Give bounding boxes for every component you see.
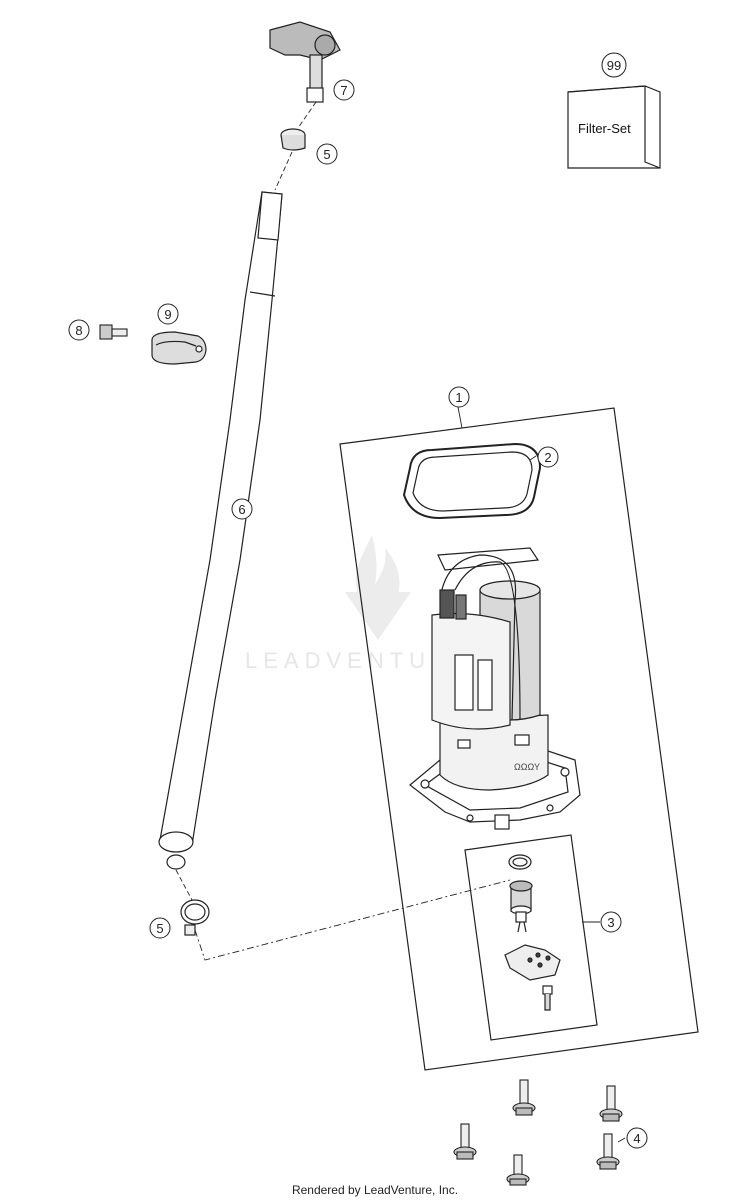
svg-text:2: 2 <box>544 450 551 465</box>
bolt-1 <box>512 1079 536 1116</box>
fuel-hose <box>158 191 283 870</box>
callout-4: 4 <box>626 1127 648 1149</box>
leader-lines <box>175 101 626 1143</box>
screw <box>99 324 128 340</box>
svg-text:7: 7 <box>340 83 347 98</box>
watermark: LEADVENTURE <box>245 535 474 673</box>
svg-text:9: 9 <box>164 307 171 322</box>
bolt-2 <box>599 1085 623 1122</box>
svg-text:ΩΩΩΥ: ΩΩΩΥ <box>514 762 540 772</box>
svg-text:99: 99 <box>607 58 621 73</box>
svg-text:3: 3 <box>607 915 614 930</box>
filter-set-label: Filter-Set <box>578 121 631 136</box>
hose-holder <box>151 331 207 365</box>
footer-credit: Rendered by LeadVenture, Inc. <box>291 1183 459 1197</box>
callout-9: 9 <box>157 303 179 325</box>
svg-text:6: 6 <box>238 502 245 517</box>
watermark-text: LEADVENTURE <box>245 648 474 673</box>
fuel-pump-assembly: ΩΩΩΥ <box>409 547 581 830</box>
svg-text:5: 5 <box>323 147 330 162</box>
svg-text:1: 1 <box>455 390 462 405</box>
bolt-3 <box>453 1123 477 1160</box>
bolt-4 <box>596 1133 620 1170</box>
svg-text:8: 8 <box>75 323 82 338</box>
callout-7: 7 <box>333 79 355 101</box>
bolts <box>453 1079 623 1186</box>
hose-clamp-top <box>280 128 306 151</box>
callout-3: 3 <box>600 911 622 933</box>
kit-outline <box>339 407 699 1071</box>
callout-5-bottom: 5 <box>149 917 171 939</box>
callout-8: 8 <box>68 319 90 341</box>
quick-connector <box>269 21 341 103</box>
filter-set-box: Filter-Set <box>567 85 661 169</box>
callout-2: 2 <box>537 446 559 468</box>
svg-text:4: 4 <box>633 1131 640 1146</box>
hose-clamp-bottom <box>180 899 210 936</box>
subkit-outline <box>464 834 598 1041</box>
callout-99: 99 <box>601 52 627 78</box>
bolt-5 <box>506 1154 530 1186</box>
callout-6: 6 <box>231 498 253 520</box>
callouts: 1 2 3 4 5 5 6 7 <box>68 52 648 1149</box>
fuel-pump-seal <box>402 442 542 520</box>
pressure-regulator <box>504 854 561 1011</box>
svg-text:5: 5 <box>156 921 163 936</box>
callout-1: 1 <box>448 386 470 408</box>
callout-5-top: 5 <box>316 143 338 165</box>
